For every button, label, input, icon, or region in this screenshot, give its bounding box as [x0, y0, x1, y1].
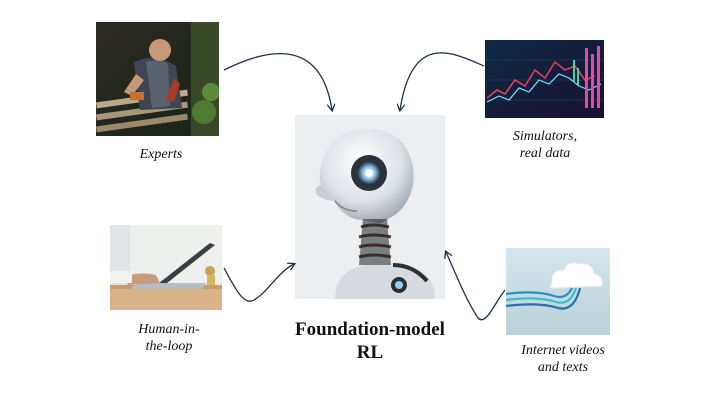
- internet-caption-line2: and texts: [537, 360, 589, 375]
- arrow-human-to-center: [223, 264, 294, 302]
- center-title-line1: Foundation-model: [295, 319, 445, 340]
- simulators-image: [485, 40, 604, 118]
- arrow-internet-to-center: [446, 252, 506, 321]
- center-title-line2: RL: [356, 342, 384, 363]
- experts-image: [96, 22, 219, 136]
- arrow-experts-to-center: [223, 52, 332, 110]
- arrow-simulators-to-center: [400, 52, 485, 110]
- internet-caption: Internet videos and texts: [506, 342, 620, 376]
- experts-caption-line: Experts: [139, 147, 183, 162]
- human-in-the-loop-caption: Human-in- the-loop: [124, 321, 214, 355]
- human-caption-line2: the-loop: [145, 339, 193, 354]
- internet-caption-line1: Internet videos: [521, 343, 605, 358]
- simulators-caption: Simulators, real data: [495, 128, 595, 162]
- simulators-caption-line1: Simulators,: [512, 129, 578, 144]
- human-caption-line1: Human-in-: [138, 322, 200, 337]
- simulators-caption-line2: real data: [519, 146, 571, 161]
- experts-caption: Experts: [116, 146, 206, 163]
- robot-image: [295, 115, 445, 299]
- center-title: Foundation-model RL: [270, 318, 470, 364]
- human-in-the-loop-image: [110, 225, 222, 310]
- internet-image: [506, 248, 610, 335]
